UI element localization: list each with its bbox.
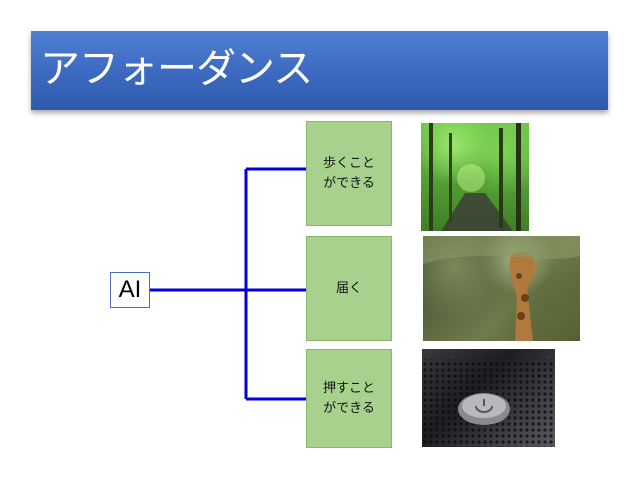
power-button-photo: [422, 349, 555, 447]
option-walk-label-line2: ができる: [323, 175, 375, 191]
option-push: 押すこと ができる: [306, 349, 392, 448]
title-bar: アフォーダンス: [31, 31, 608, 110]
slide-title: アフォーダンス: [40, 46, 313, 92]
option-push-label-line2: ができる: [323, 400, 375, 416]
forest-path-photo: [421, 123, 529, 231]
forest-illustration: [429, 123, 521, 231]
ai-node: AI: [110, 272, 150, 308]
option-walk: 歩くこと ができる: [306, 121, 392, 226]
option-push-label-line1: 押すこと: [322, 380, 375, 396]
option-walk-label-line1: 歩くこと: [322, 155, 375, 171]
button-illustration: [422, 359, 555, 447]
giraffe-eating-leaves-photo: [423, 236, 580, 341]
giraffe-illustration: [423, 236, 580, 341]
option-reach-label-line1: 届く: [335, 280, 362, 296]
option-reach: 届く: [306, 236, 392, 341]
